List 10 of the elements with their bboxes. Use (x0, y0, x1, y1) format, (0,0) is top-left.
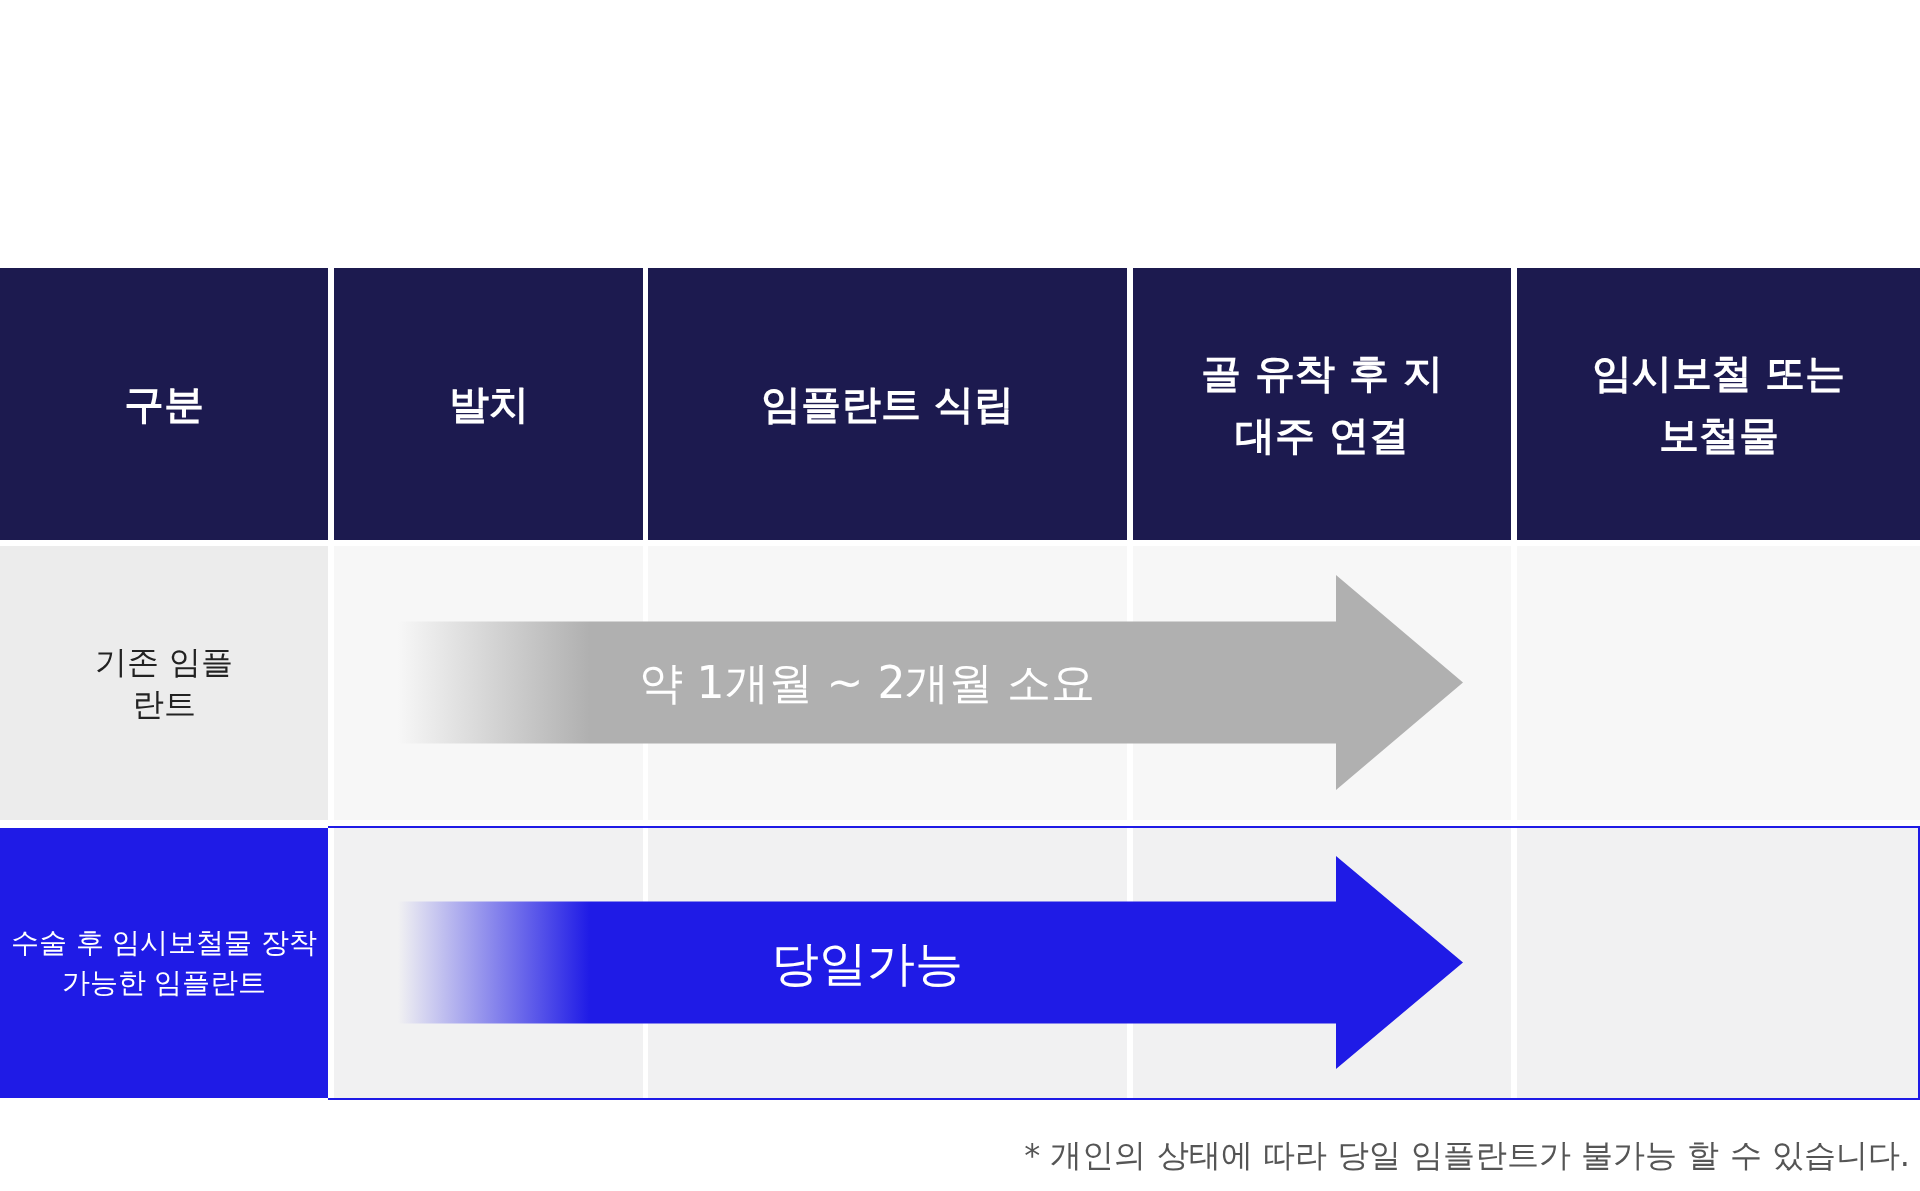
row-header-cell: 수술 후 임시보철물 장착 가능한 임플란트 (0, 828, 328, 1098)
header-cell: 골 유착 후 지대주 연결 (1133, 268, 1511, 540)
arrow-label: 약 1개월 ~ 2개월 소요 (637, 655, 1097, 710)
arrow-label: 당일가능 (770, 933, 964, 993)
row-header-cell: 기존 임플란트 (0, 546, 328, 820)
header-cell: 구분 (0, 268, 328, 540)
header-cell: 발치 (334, 268, 643, 540)
header-cell: 임플란트 식립 (648, 268, 1127, 540)
header-cell: 임시보철 또는 보철물 (1517, 268, 1920, 540)
footnote: * 개인의 상태에 따라 당일 임플란트가 불가능 할 수 있습니다. (1024, 1135, 1910, 1176)
